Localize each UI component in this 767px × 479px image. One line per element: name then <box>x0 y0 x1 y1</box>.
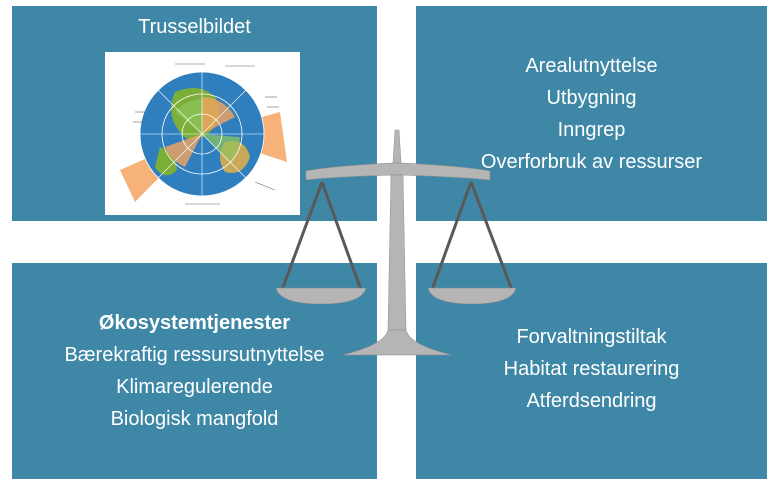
list-item: Atferdsendring <box>526 390 657 412</box>
ecosystem-list: Økosystemtjenester Bærekraftig ressursut… <box>12 307 377 435</box>
list-item: Klimaregulerende <box>116 376 273 398</box>
panel-threats: Trusselbildet <box>12 6 377 221</box>
panel-title: Trusselbildet <box>138 16 251 38</box>
list-item: Bærekraftig ressursutnyttelse <box>64 344 325 366</box>
planetary-boundaries-image <box>105 52 300 215</box>
panel-pressures: Arealutnyttelse Utbygning Inngrep Overfo… <box>416 6 767 221</box>
panel-management-measures: Forvaltningstiltak Habitat restaurering … <box>416 263 767 479</box>
list-item: Inngrep <box>557 119 626 141</box>
list-item: Forvaltningstiltak <box>516 326 667 348</box>
list-item: Biologisk mangfold <box>110 408 279 430</box>
list-item: Arealutnyttelse <box>525 55 658 77</box>
list-item: Utbygning <box>546 87 637 109</box>
panel-ecosystem-services: Økosystemtjenester Bærekraftig ressursut… <box>12 263 377 479</box>
list-heading: Økosystemtjenester <box>98 312 291 334</box>
list-item: Habitat restaurering <box>503 358 680 380</box>
planetary-boundaries-diagram <box>120 63 287 205</box>
pressure-list: Arealutnyttelse Utbygning Inngrep Overfo… <box>416 50 767 178</box>
measures-list: Forvaltningstiltak Habitat restaurering … <box>416 321 767 417</box>
list-item: Overforbruk av ressurser <box>480 151 703 173</box>
